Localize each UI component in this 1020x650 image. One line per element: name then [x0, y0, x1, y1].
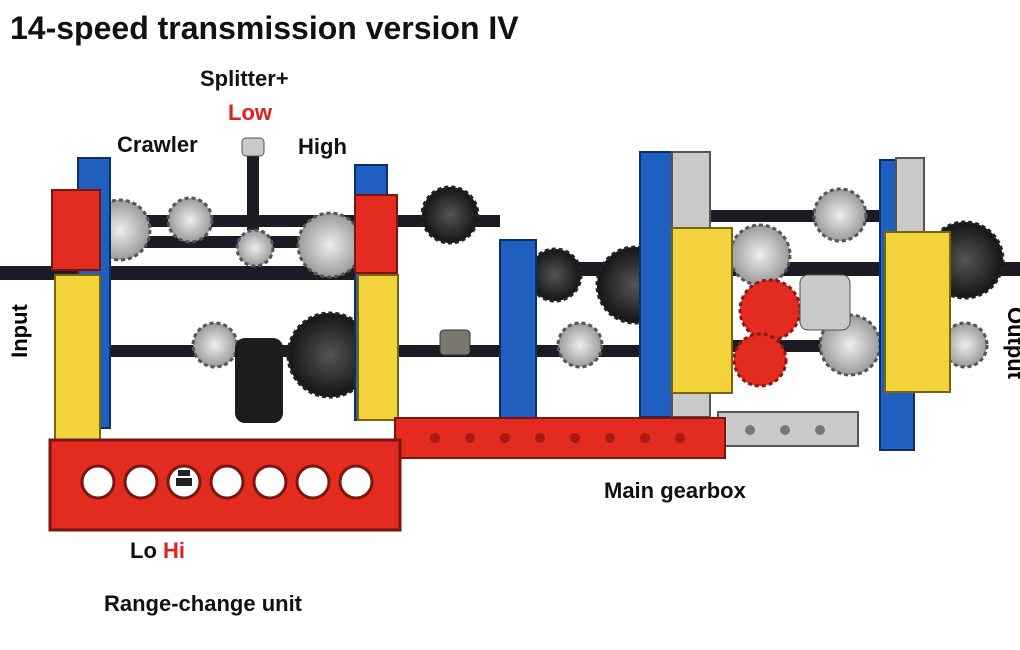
- gear: [420, 185, 480, 245]
- diagram-title: 14-speed transmission version IV: [10, 10, 519, 46]
- yellow-beams: [54, 227, 951, 441]
- lo-text: Lo: [130, 538, 157, 563]
- low-label: Low: [228, 100, 272, 125]
- gear: [191, 321, 239, 369]
- hi-text: Hi: [163, 538, 186, 563]
- gray-beam: [717, 411, 859, 447]
- splitter-axle: [247, 150, 259, 230]
- clutch-block: [235, 338, 283, 423]
- gear: [296, 211, 364, 279]
- splitter-label: Splitter+: [200, 66, 289, 91]
- cross-axle-hole: [176, 470, 192, 486]
- splitter-knob: [241, 137, 265, 157]
- range-beam-holes: [80, 464, 374, 500]
- yellow-beam: [884, 231, 951, 393]
- gear: [556, 321, 604, 369]
- blue-beam: [499, 239, 537, 421]
- gear: [235, 228, 275, 268]
- gear: [812, 187, 868, 243]
- main-gearbox-label: Main gearbox: [604, 478, 746, 503]
- gear: [728, 223, 792, 287]
- yellow-beam: [54, 274, 101, 441]
- gear: [527, 247, 583, 303]
- red-block: [51, 189, 101, 271]
- rail-holes: [430, 433, 685, 443]
- range-change-unit-label: Range-change unit: [104, 591, 303, 616]
- high-label: High: [298, 134, 347, 159]
- crawler-label: Crawler: [117, 132, 198, 157]
- shift-rail: [394, 417, 726, 459]
- coupling: [439, 329, 471, 356]
- blue-beam: [639, 151, 675, 418]
- input-label: Input: [7, 304, 32, 358]
- gear: [166, 196, 214, 244]
- yellow-beam: [357, 274, 399, 421]
- red-gear: [732, 332, 788, 388]
- output-label: Output: [1003, 306, 1020, 380]
- gear: [941, 321, 989, 369]
- red-block: [354, 194, 398, 274]
- gray-beam-holes: [745, 425, 825, 435]
- coupling: [799, 274, 851, 331]
- yellow-beam: [671, 227, 733, 394]
- range-lo-label: Lo Hi: [130, 538, 185, 564]
- red-gear: [738, 278, 802, 342]
